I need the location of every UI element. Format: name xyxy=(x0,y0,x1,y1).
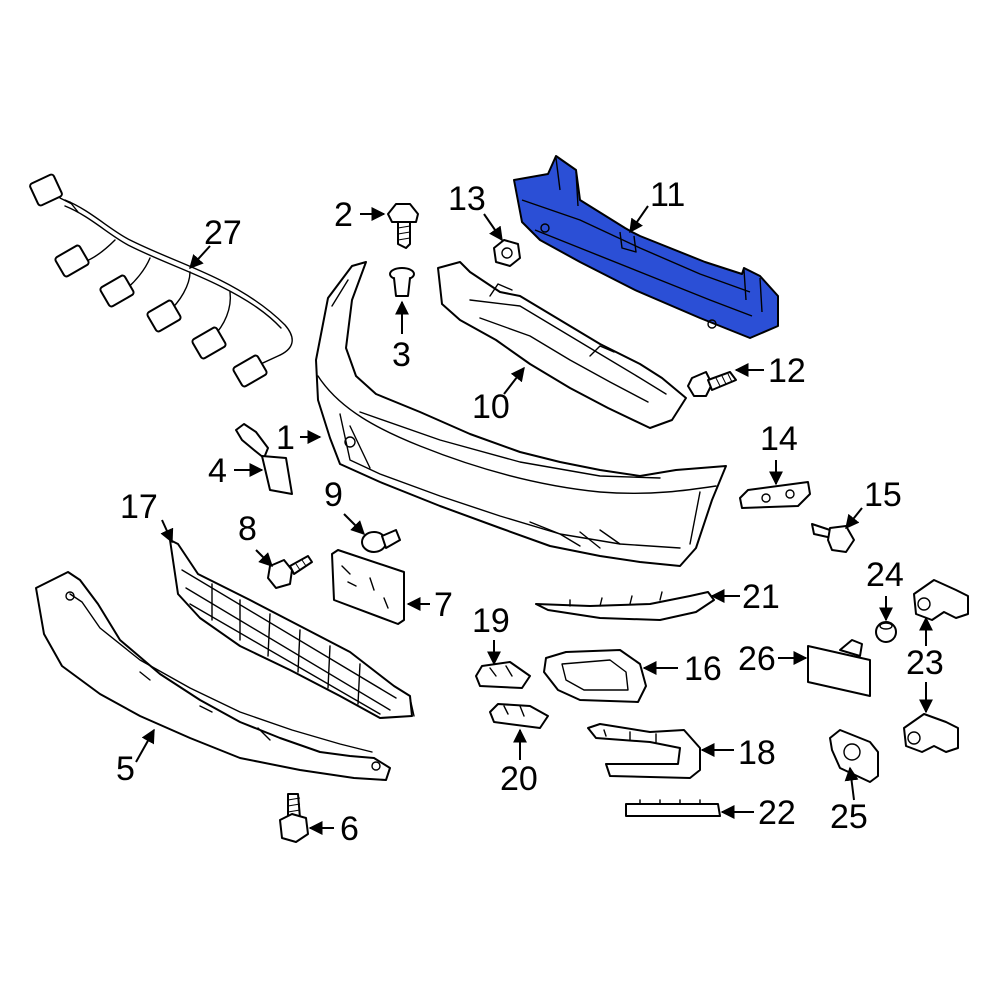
impact-bar-body xyxy=(513,155,779,339)
part-26-sensor-bracket[interactable] xyxy=(807,639,871,697)
part-11-impact-bar[interactable] xyxy=(513,155,779,339)
part-6-bolt[interactable] xyxy=(279,793,309,843)
callout-9: 9 xyxy=(324,476,343,514)
callout-15: 15 xyxy=(864,476,902,514)
part-23-park-sensor-lower[interactable] xyxy=(903,713,959,753)
part-23-park-sensor-upper[interactable] xyxy=(913,579,969,621)
callout-26: 26 xyxy=(738,640,776,678)
part-13-nut[interactable] xyxy=(493,239,521,267)
callout-2: 2 xyxy=(334,196,353,234)
callout-10: 10 xyxy=(472,388,510,426)
callout-17: 17 xyxy=(120,488,158,526)
callout-16: 16 xyxy=(684,650,722,688)
callout-6: 6 xyxy=(340,810,359,848)
part-3-rivet[interactable] xyxy=(389,267,415,297)
part-19-clip[interactable] xyxy=(475,661,531,689)
part-7-license-bracket[interactable] xyxy=(331,549,405,625)
callout-4: 4 xyxy=(208,452,227,490)
callout-5: 5 xyxy=(116,750,135,788)
callout-12: 12 xyxy=(768,352,806,390)
part-27-wiring-harness[interactable] xyxy=(29,173,293,388)
part-15-bolt[interactable] xyxy=(811,523,855,553)
part-4-bracket[interactable] xyxy=(235,423,293,495)
callout-8: 8 xyxy=(238,510,257,548)
callout-11: 11 xyxy=(650,176,685,214)
callout-3: 3 xyxy=(392,336,411,374)
part-9-screw[interactable] xyxy=(361,529,401,553)
callout-20: 20 xyxy=(500,760,538,798)
part-21-trim-strip[interactable] xyxy=(535,591,715,621)
part-25-sensor-holder[interactable] xyxy=(829,729,879,783)
part-16-lamp-bezel[interactable] xyxy=(543,649,647,703)
part-20-clip[interactable] xyxy=(489,703,549,729)
callout-14: 14 xyxy=(760,420,798,458)
part-5-lower-spoiler[interactable] xyxy=(35,571,391,781)
part-24-grommet[interactable] xyxy=(875,621,897,643)
callout-7: 7 xyxy=(434,586,453,624)
callout-25: 25 xyxy=(830,798,868,836)
callout-19: 19 xyxy=(472,602,510,640)
callout-24: 24 xyxy=(866,556,904,594)
callout-labels: 1 2 3 4 5 6 7 8 9 10 11 12 13 14 15 16 1… xyxy=(116,176,944,848)
part-17-lower-grille[interactable] xyxy=(169,539,415,719)
callout-22: 22 xyxy=(758,794,796,832)
leader-lines xyxy=(135,205,933,835)
part-12-bolt[interactable] xyxy=(687,371,737,397)
part-18-bezel-trim[interactable] xyxy=(587,723,701,779)
callout-21: 21 xyxy=(742,578,780,616)
part-22-trim-strip[interactable] xyxy=(625,799,721,817)
callout-23: 23 xyxy=(906,644,944,682)
callout-13: 13 xyxy=(448,180,486,218)
callout-18: 18 xyxy=(738,734,776,772)
part-8-bolt[interactable] xyxy=(267,555,313,589)
part-14-bracket[interactable] xyxy=(739,481,811,509)
callout-1: 1 xyxy=(276,419,295,457)
part-1-bumper-cover[interactable] xyxy=(315,261,727,567)
part-10-energy-absorber[interactable] xyxy=(437,261,687,429)
part-2-bolt[interactable] xyxy=(387,203,419,249)
callout-27: 27 xyxy=(204,214,242,252)
